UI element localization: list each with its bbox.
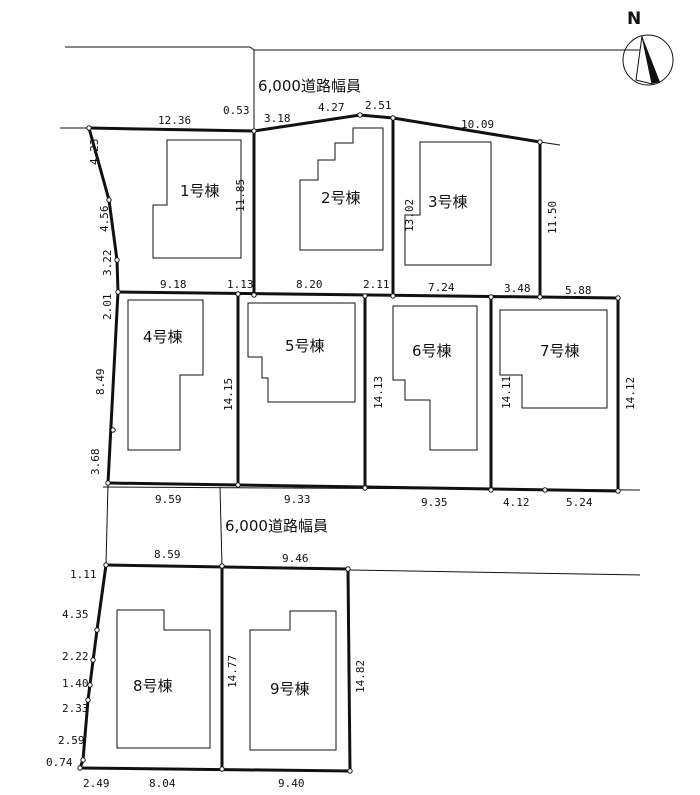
dim-1-11: 1.11 (70, 568, 97, 581)
dimension-labels: 12.36 0.53 3.18 4.27 2.51 10.09 4.23 4.5… (46, 99, 637, 790)
road-lines (60, 46, 641, 576)
dim-3-68: 3.68 (89, 449, 102, 476)
dim-14-12: 14.12 (624, 377, 637, 410)
dim-10-09: 10.09 (461, 118, 494, 131)
house-7 (499, 309, 608, 409)
dim-0-74: 0.74 (46, 756, 73, 769)
dim-9-40: 9.40 (278, 777, 305, 790)
building-footprints (116, 127, 608, 751)
lot-label-4: 4号棟 (143, 328, 183, 346)
dim-13-02: 13.02 (403, 199, 416, 232)
lot-label-5: 5号棟 (285, 337, 325, 355)
lot-label-3: 3号棟 (428, 193, 468, 211)
north-arrow-icon: N (622, 9, 674, 86)
dim-9-59: 9.59 (155, 493, 182, 506)
dim-7-24: 7.24 (428, 281, 455, 294)
dim-8-49: 8.49 (94, 369, 107, 396)
dim-4-23: 4.23 (88, 139, 101, 166)
dim-14-77: 14.77 (226, 655, 239, 688)
lot-label-8: 8号棟 (133, 677, 173, 695)
dim-1-13: 1.13 (227, 278, 254, 291)
dim-9-35: 9.35 (421, 496, 448, 509)
house-6 (392, 305, 478, 451)
lot-label-2: 2号棟 (321, 189, 361, 207)
dim-4-56: 4.56 (98, 206, 111, 233)
dim-4-35: 4.35 (62, 608, 89, 621)
dim-3-22: 3.22 (101, 250, 114, 277)
house-3 (404, 141, 492, 266)
dim-14-13: 14.13 (372, 376, 385, 409)
house-4 (127, 299, 204, 451)
dim-2-49: 2.49 (83, 777, 110, 790)
survey-points (77, 112, 621, 774)
lot-label-9: 9号棟 (270, 680, 310, 698)
compass-letter: N (627, 9, 641, 29)
house-8 (116, 609, 211, 749)
dim-5-24: 5.24 (566, 496, 593, 509)
dim-2-01: 2.01 (101, 294, 114, 321)
dim-3-18: 3.18 (264, 112, 291, 125)
house-9 (249, 610, 337, 751)
dim-9-18: 9.18 (160, 278, 187, 291)
dim-4-12: 4.12 (503, 496, 530, 509)
lot-label-1: 1号棟 (180, 182, 220, 200)
dim-14-15: 14.15 (222, 378, 235, 411)
lot-boundaries (78, 113, 620, 773)
dim-11-85: 11.85 (234, 179, 247, 212)
road-label-top: 6,000道路幅員 (258, 77, 361, 95)
dim-8-59: 8.59 (154, 548, 181, 561)
lot-label-7: 7号棟 (540, 342, 580, 360)
dim-2-22: 2.22 (62, 650, 89, 663)
house-2 (299, 127, 384, 251)
dim-1-40: 1.40 (62, 677, 89, 690)
dim-14-82: 14.82 (354, 660, 367, 693)
dim-11-50: 11.50 (546, 201, 559, 234)
house-1 (152, 139, 242, 259)
dim-5-88: 5.88 (565, 284, 592, 297)
dim-9-46: 9.46 (282, 552, 309, 565)
dim-9-33: 9.33 (284, 493, 311, 506)
dim-2-51: 2.51 (365, 99, 392, 112)
dim-2-59: 2.59 (58, 734, 85, 747)
road-label-middle: 6,000道路幅員 (225, 517, 328, 535)
dim-12-36: 12.36 (158, 114, 191, 127)
lot-label-6: 6号棟 (412, 342, 452, 360)
dim-2-33: 2.33 (62, 702, 89, 715)
house-5 (247, 302, 356, 403)
dim-8-20: 8.20 (296, 278, 323, 291)
dim-2-11: 2.11 (363, 278, 390, 291)
dim-14-11: 14.11 (500, 376, 513, 409)
dim-4-27: 4.27 (318, 101, 345, 114)
dim-8-04: 8.04 (149, 777, 176, 790)
dim-0-53: 0.53 (223, 104, 250, 117)
dim-3-48: 3.48 (504, 282, 531, 295)
